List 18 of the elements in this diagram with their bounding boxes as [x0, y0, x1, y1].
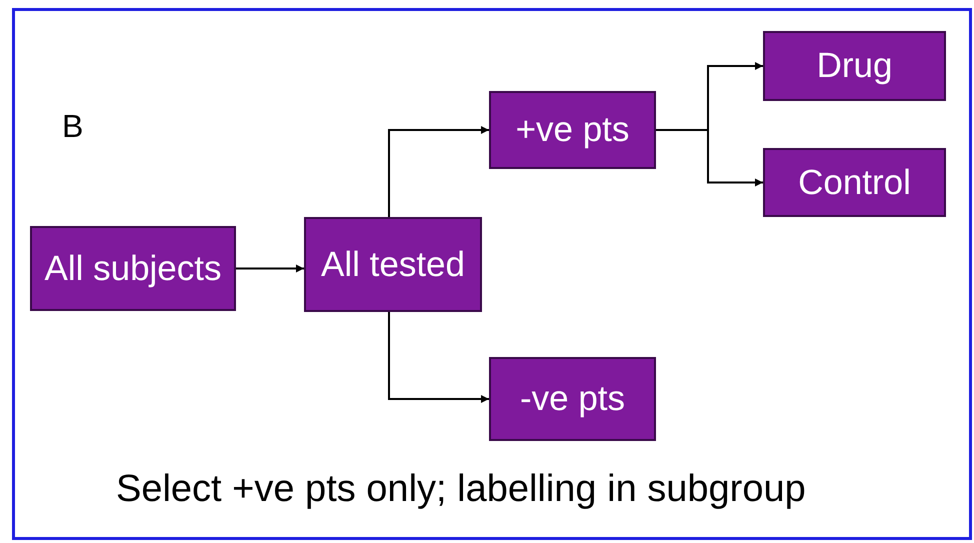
process-box: [304, 217, 482, 312]
callout-letter: B: [62, 108, 84, 145]
arrow: [656, 129, 763, 186]
process-box: [489, 357, 656, 441]
process-box: [763, 31, 946, 101]
box-label: Drug: [816, 46, 892, 86]
arrow: [388, 126, 489, 217]
caption-text: Select +ve pts only; labelling in subgroup: [116, 468, 806, 511]
box-label: -ve pts: [520, 379, 626, 419]
arrow: [388, 312, 489, 403]
process-box: [763, 148, 946, 217]
box-label: Control: [798, 162, 911, 202]
box-label: +ve pts: [516, 110, 630, 150]
process-box: [30, 226, 236, 311]
box-label: All tested: [321, 244, 465, 284]
box-label: All subjects: [44, 248, 222, 288]
process-box: [489, 91, 656, 169]
arrow: [236, 264, 304, 272]
